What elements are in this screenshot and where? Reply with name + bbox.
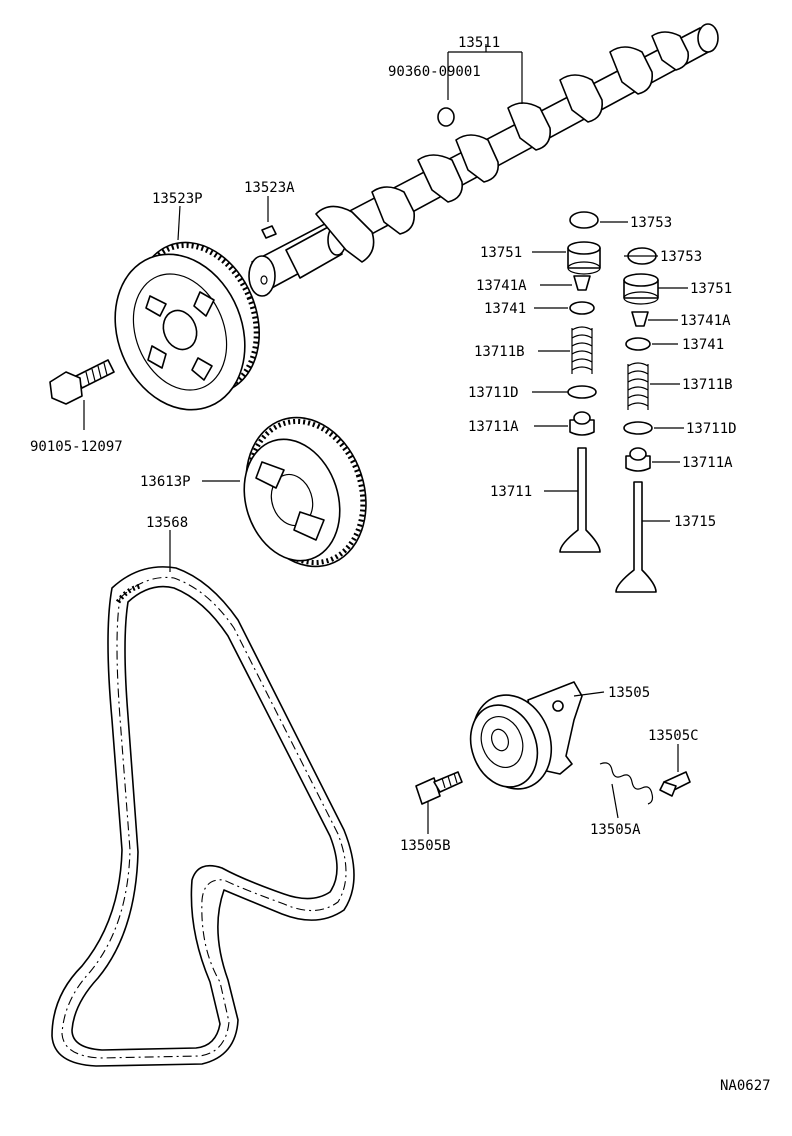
label-tensioner-stud: 13505C: [648, 728, 699, 744]
label-keeper-intake: 13741A: [476, 278, 527, 294]
label-spring-exhaust: 13711B: [682, 377, 733, 393]
label-intake-valve: 13711: [490, 484, 532, 500]
label-pulley-key: 13523A: [244, 180, 295, 196]
label-exhaust-valve: 13715: [674, 514, 716, 530]
label-shim-intake: 13753: [630, 215, 672, 231]
crank-pulley-drawing: [243, 416, 367, 568]
part-labels: 13511 90360-09001 13523P 13523A 90105-12…: [30, 35, 771, 1094]
label-tensioner: 13505: [608, 685, 650, 701]
label-spring-intake: 13711B: [474, 344, 525, 360]
leader-lines: [83, 44, 688, 834]
label-timing-belt: 13568: [146, 515, 188, 531]
timing-belt-drawing: [51, 566, 355, 1067]
label-pulley-bolt: 90105-12097: [30, 439, 123, 455]
diagram-id: NA0627: [720, 1078, 771, 1094]
camshaft-drawing: [248, 23, 719, 297]
pulley-bolt-drawing: [49, 359, 115, 405]
intake-valvetrain-drawing: [559, 211, 601, 553]
exhaust-valvetrain-drawing: [615, 247, 659, 593]
tensioner-drawing: [415, 681, 691, 805]
label-spring-seat-exhaust: 13711D: [686, 421, 737, 437]
label-tensioner-bolt: 13505B: [400, 838, 451, 854]
label-keeper-exhaust: 13741A: [680, 313, 731, 329]
label-stem-seal-intake: 13711A: [468, 419, 519, 435]
label-tensioner-spring: 13505A: [590, 822, 641, 838]
label-camshaft: 13511: [458, 35, 500, 51]
label-cam-pulley: 13523P: [152, 191, 203, 207]
label-stem-seal-exhaust: 13711A: [682, 455, 733, 471]
label-plug: 90360-09001: [388, 64, 481, 80]
label-retainer-intake: 13741: [484, 301, 526, 317]
label-retainer-exhaust: 13741: [682, 337, 724, 353]
label-lifter-exhaust: 13751: [690, 281, 732, 297]
label-spring-seat-intake: 13711D: [468, 385, 519, 401]
label-lifter-intake: 13751: [480, 245, 522, 261]
cam-pulley-drawing: [114, 225, 277, 411]
label-crank-pulley: 13613P: [140, 474, 191, 490]
label-shim-exhaust: 13753: [660, 249, 702, 265]
